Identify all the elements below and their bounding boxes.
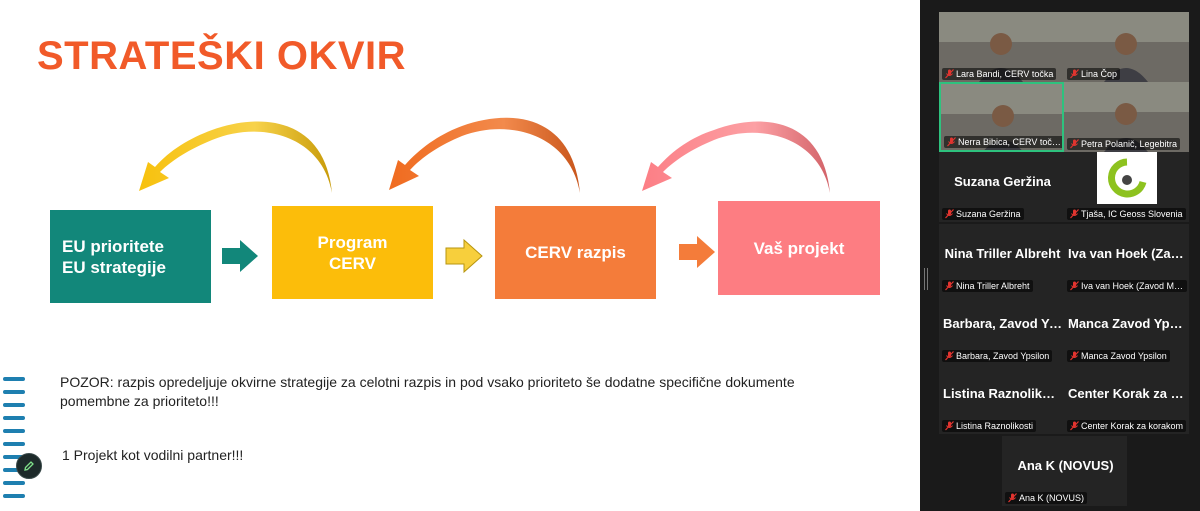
muted-mic-icon [1070,69,1079,79]
participant-display-name: Manca Zavod Ypsilon [1068,316,1187,331]
participant-label: Ana K (NOVUS) [1005,492,1088,504]
curved-arrow-3 [642,121,830,193]
participant-tile[interactable]: Tjaša, IC Geoss Slovenia [1064,152,1189,222]
right-arrow-2 [445,238,483,274]
participant-tile[interactable]: Lara Bandi, CERV točka [939,12,1064,82]
diagram-arrows [139,117,830,274]
slide-title: STRATEŠKI OKVIR [37,34,407,78]
box-your-project: Vaš projekt [718,201,880,295]
curved-arrow-2 [389,117,580,193]
organization-logo [1097,152,1157,204]
participant-display-name: Iva van Hoek (Zavod Mladi) [1068,246,1187,261]
participant-label: Tjaša, IC Geoss Slovenia [1067,208,1186,220]
right-arrow-3 [679,236,715,268]
participant-display-name: Center Korak za korakom [1068,386,1187,401]
muted-mic-icon [1008,493,1017,503]
video-feed [1064,12,1189,82]
participant-label: Center Korak za korakom [1067,420,1187,432]
participant-tile[interactable]: Barbara, Zavod YpsilonBarbara, Zavod Yps… [939,294,1064,364]
resize-handle[interactable] [924,268,928,290]
slide-note-2: 1 Projekt kot vodilni partner!!! [62,447,244,463]
slide-note: POZOR: razpis opredeljuje okvirne strate… [60,374,795,409]
muted-mic-icon [947,137,956,147]
participant-tile[interactable]: Nerra Bibica, CERV točka [939,82,1064,152]
participant-display-name: Barbara, Zavod Ypsilon [943,316,1062,331]
participant-tile[interactable]: Petra Polanič, Legebitra [1064,82,1189,152]
slide-toolbar-handle[interactable] [3,377,27,507]
participant-label: Iva van Hoek (Zavod Mladi) [1067,280,1187,292]
muted-mic-icon [1070,421,1079,431]
muted-mic-icon [945,351,954,361]
participant-display-name: Suzana Geržina [954,174,1051,189]
muted-mic-icon [945,421,954,431]
participant-label: Lina Čop [1067,68,1121,80]
participant-display-name: Ana K (NOVUS) [1017,458,1114,473]
participant-label: Listina Raznolikosti [942,420,1037,432]
participant-label: Manca Zavod Ypsilon [1067,350,1170,362]
muted-mic-icon [945,209,954,219]
curved-arrow-1 [139,121,332,193]
participant-label: Petra Polanič, Legebitra [1067,138,1181,150]
participant-label: Suzana Geržina [942,208,1024,220]
box-program-cerv: Program CERV [272,206,433,299]
muted-mic-icon [945,69,954,79]
participant-label: Lara Bandi, CERV točka [942,68,1057,80]
muted-mic-icon [1070,209,1079,219]
muted-mic-icon [1070,281,1079,291]
participant-tile[interactable]: Lina Čop [1064,12,1189,82]
box-eu-priorities: EU prioritete EU strategije [50,210,211,303]
participant-tile[interactable]: Ana K (NOVUS) Ana K (NOVUS) [1002,436,1127,506]
participant-display-name: Listina Raznolikosti [943,386,1062,401]
participant-tile[interactable]: Iva van Hoek (Zavod Mladi) Iva van Hoek (… [1064,224,1189,294]
participant-display-name: Nina Triller Albreht [944,246,1061,261]
participant-label: Nerra Bibica, CERV točka [944,136,1062,148]
muted-mic-icon [945,281,954,291]
presentation-slide: STRATEŠKI OKVIR EU prioritete EU strateg… [0,0,920,511]
right-arrow-1 [222,240,258,272]
participant-label: Nina Triller Albreht [942,280,1033,292]
pen-icon[interactable] [16,453,42,479]
box-cerv-call: CERV razpis [495,206,656,299]
muted-mic-icon [1070,139,1079,149]
participant-label: Barbara, Zavod Ypsilon [942,350,1053,362]
participant-tile[interactable]: Center Korak za korakomCenter Korak za k… [1064,364,1189,434]
muted-mic-icon [1070,351,1079,361]
panel-separator [921,0,938,511]
